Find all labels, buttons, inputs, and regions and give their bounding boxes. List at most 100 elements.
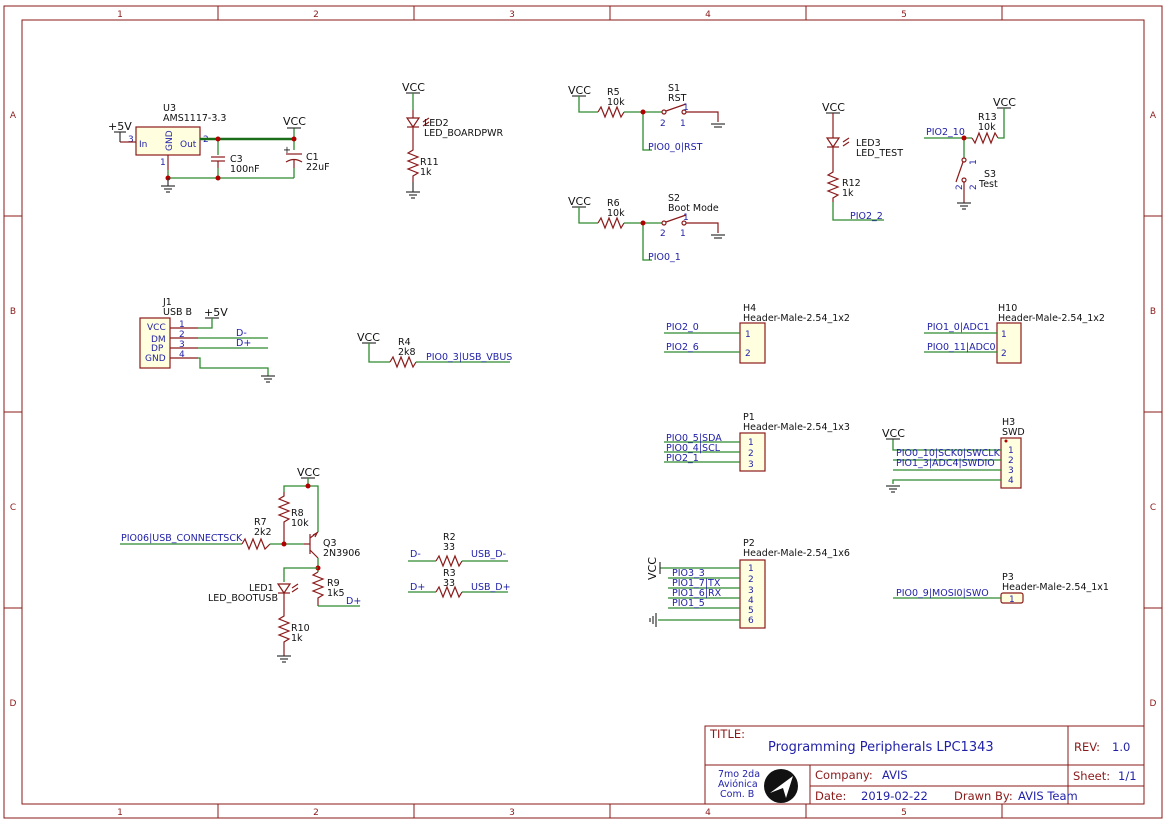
- p2-pin1: 1: [748, 564, 754, 574]
- wire: [283, 567, 360, 607]
- p2-pin4: 4: [748, 596, 754, 606]
- r13-ref: R13: [978, 112, 997, 123]
- resistor-r5[interactable]: R5 10k: [597, 87, 625, 119]
- s1-pin1-upper: 1: [683, 103, 689, 113]
- p2-net-3: PIO1_6|RX: [672, 588, 722, 599]
- resistor-r11[interactable]: R11 1k: [406, 145, 439, 182]
- h3-value: SWD: [1002, 427, 1025, 438]
- company-value: AVIS: [882, 768, 908, 782]
- row-label-left: C: [10, 503, 16, 513]
- led-led2[interactable]: LED2 LED_BOARDPWR: [405, 110, 504, 145]
- switch-s2[interactable]: S2 Boot Mode 2 1 1: [660, 193, 719, 239]
- ground-symbol: [711, 234, 725, 239]
- column-label-top: 3: [509, 10, 515, 20]
- r8-value: 10k: [291, 518, 309, 529]
- p1-net-3: PIO2_1: [666, 453, 699, 464]
- ground-symbol: [649, 613, 657, 627]
- r9-ref: R9: [327, 578, 340, 589]
- wire: [832, 202, 884, 221]
- vcc-label: VCC: [646, 557, 659, 580]
- p2-net-4: PIO1_5: [672, 598, 705, 609]
- resistor-r10[interactable]: R10 1k: [277, 612, 310, 656]
- switch-s1[interactable]: S1 RST 2 1 1: [660, 83, 719, 129]
- header-p1[interactable]: P1 Header-Male-2.54_1x3 1 2 3 PIO0_5|SDA…: [664, 412, 850, 472]
- ground-symbol: [711, 123, 725, 128]
- vcc-label: VCC: [283, 115, 306, 128]
- r5-value: 10k: [607, 97, 625, 108]
- title-block: TITLE: Programming Peripherals LPC1343 R…: [704, 725, 1145, 805]
- vcc-symbol-p2: VCC: [646, 557, 661, 580]
- resistor-r9[interactable]: R9 1k5: [311, 571, 345, 606]
- u3-pin1: 1: [160, 158, 166, 168]
- vcc-label: VCC: [882, 427, 905, 440]
- transistor-q3[interactable]: Q3 2N3906: [304, 531, 360, 559]
- c1-value: 22uF: [306, 162, 330, 173]
- r11-value: 1k: [420, 167, 432, 178]
- p1-net-1: PIO0_5|SDA: [666, 433, 722, 444]
- header-p3[interactable]: P3 Header-Male-2.54_1x1 1 PIO0_9|MOSI0|S…: [893, 572, 1109, 605]
- vcc-symbol-h3: VCC: [882, 427, 905, 440]
- resistor-r7[interactable]: R7 2k2: [241, 517, 272, 551]
- capacitor-c1[interactable]: + C1 22uF: [283, 145, 330, 173]
- net-label-dplus-j1: D+: [236, 338, 251, 349]
- r6-value: 10k: [607, 208, 625, 219]
- regulator-u3[interactable]: U3 AMS1117-3.3 In Out GND 3 2 1: [120, 103, 226, 170]
- j1-ref: J1: [162, 297, 172, 308]
- net-label-dplus-r9: D+: [346, 596, 361, 607]
- sheet-title: Programming Peripherals LPC1343: [768, 740, 994, 755]
- h4-pin2: 2: [745, 349, 751, 359]
- vcc-label: VCC: [568, 84, 591, 97]
- resistor-r2[interactable]: R2 33: [435, 532, 463, 568]
- plus5v-label: +5V: [108, 120, 132, 133]
- header-h4[interactable]: H4 Header-Male-2.54_1x2 1 2 PIO2_0 PIO2_…: [664, 303, 850, 364]
- p2-ref: P2: [743, 538, 755, 549]
- r10-value: 1k: [291, 633, 303, 644]
- ground-symbol: [161, 178, 175, 193]
- h10-net-2: PIO0_11|ADC0: [927, 342, 996, 353]
- header-h3[interactable]: H3 SWD 1 2 3 4 PIO0_10|SCK0|SWCLK PIO1_3…: [892, 417, 1025, 489]
- header-h10[interactable]: H10 Header-Male-2.54_1x2 1 2 PIO1_0|ADC1…: [924, 303, 1105, 364]
- connector-j1[interactable]: J1 USB B VCC DM DP GND 1 2 3 4: [139, 297, 198, 369]
- drawn-by-label: Drawn By:: [954, 789, 1013, 803]
- h3-ref: H3: [1002, 417, 1015, 428]
- wire: [408, 560, 508, 593]
- r11-ref: R11: [420, 157, 439, 168]
- led2-value: LED_BOARDPWR: [424, 128, 504, 139]
- led-led3[interactable]: LED3 LED_TEST: [825, 113, 903, 168]
- plus5v-label: +5V: [204, 306, 228, 319]
- s2-ref: S2: [668, 193, 680, 204]
- row-label-left: A: [10, 111, 17, 121]
- column-label-top: 2: [313, 10, 319, 20]
- net-label-usb-dminus: USB_D-: [471, 549, 506, 560]
- j1-pin4: 4: [179, 350, 185, 360]
- rev-value: 1.0: [1112, 740, 1130, 754]
- resistor-r12[interactable]: R12 1k: [826, 168, 861, 202]
- capacitor-c3[interactable]: C3 100nF: [211, 154, 260, 175]
- p3-ref: P3: [1002, 572, 1014, 583]
- vcc-symbol-led2: VCC: [402, 81, 425, 94]
- vcc-symbol-r4: VCC: [357, 331, 380, 344]
- vcc-symbol-r5: VCC: [568, 84, 591, 97]
- r10-ref: R10: [291, 623, 310, 634]
- resistor-r13[interactable]: R13 10k: [971, 112, 999, 145]
- r5-ref: R5: [607, 87, 620, 98]
- r12-value: 1k: [842, 188, 854, 199]
- switch-s3[interactable]: S3 Test 1 2 2: [955, 157, 998, 203]
- sheet-frame: [3, 5, 1163, 819]
- wire: [368, 343, 510, 363]
- p2-net-1: PIO3_3: [672, 568, 705, 579]
- resistor-r6[interactable]: R6 10k: [597, 198, 625, 230]
- led1-ref: LED1: [249, 583, 274, 594]
- row-label-left: D: [10, 699, 17, 709]
- resistor-r8[interactable]: R8 10k: [277, 492, 309, 544]
- led-led1[interactable]: LED1 LED_BOOTUSB: [208, 583, 299, 612]
- vcc-symbol-q3: VCC: [297, 466, 320, 479]
- header-p2[interactable]: P2 Header-Male-2.54_1x6 1 2 3 4 5 6 PIO3…: [658, 538, 850, 629]
- row-label-left: B: [10, 307, 16, 317]
- p1-pin3: 3: [748, 460, 754, 470]
- resistor-r4[interactable]: R4 2k8: [389, 337, 417, 369]
- column-label-top: 4: [705, 10, 711, 20]
- resistor-r3[interactable]: R3 33: [435, 568, 463, 599]
- net-label-usb-dplus: USB_D+: [471, 582, 511, 593]
